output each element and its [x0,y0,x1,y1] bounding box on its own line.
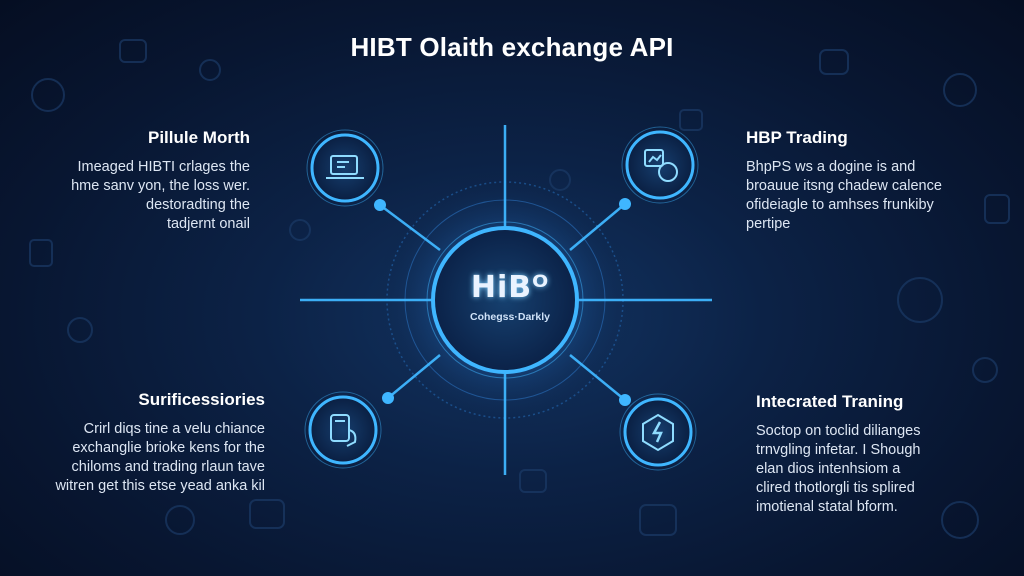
connector-bottom-left [387,354,441,399]
node-top-right [621,126,699,204]
bg-circle-icon [31,78,65,112]
text-block-top-left: Pillule Morth Imeaged HIBTI crlages the … [40,128,250,234]
connector-dot-bottom-left [382,392,394,404]
body-line: Soctop on toclid dilianges [756,423,921,439]
page-title: HIBT Olaith exchange API [350,32,674,62]
block-body: BhpPS ws a dogine is and broauue itsng c… [746,158,976,234]
hub-logo: HiBᴼ [470,270,550,305]
block-heading: Intecrated Traning [756,392,904,411]
device-hand-icon [330,414,357,447]
connector-top-left [379,204,441,251]
body-line: imotienal statal bform. [756,499,898,515]
text-block-top-right: HBP Trading BhpPS ws a dogine is and bro… [746,128,976,234]
body-line: pertipe [746,216,791,232]
body-line: Imeaged HIBTI crlages the [77,159,250,175]
body-line: Crirl diqs tine a velu chiance [83,421,265,437]
body-line: ofideiagle to amhses frunkiby [746,197,934,213]
body-line: hme sanv yon, the loss wer. [71,178,250,194]
connector-top-right [569,203,626,251]
connector-bottom-right [569,354,626,401]
block-body: Imeaged HIBTI crlages the hme sanv yon, … [40,158,250,234]
body-line: chiloms and trading rlaun tave [71,459,265,475]
body-line: witren get this etse yead anka kil [55,478,265,494]
bg-square-icon [119,39,147,63]
body-line: elan dios intenhsiom a [756,461,901,477]
connector-dot-top-right [619,198,631,210]
bg-gear-icon [897,277,943,323]
hub-label: HiBᴼ Cohegss·Darkly [420,270,600,323]
block-body: Soctop on toclid dilianges trnvgling inf… [756,422,976,517]
bg-doc-icon [984,194,1010,224]
node-bottom-right [619,393,697,471]
hub-circle [431,226,579,374]
bg-square-icon [679,109,703,131]
hub-subtitle: Cohegss·Darkly [470,311,550,323]
chart-gear-icon [644,149,678,182]
bg-box-icon [249,499,285,529]
connector-dot-bottom-right [619,394,631,406]
block-heading: Pillule Morth [148,128,250,147]
body-line: trnvgling infetar. I Shough [756,442,921,458]
hub-glow-ring [426,221,584,379]
bg-square-icon [819,49,849,75]
hexagon-lightning-icon [642,413,674,452]
bg-circle-icon [941,501,979,539]
node-bottom-left [304,391,382,469]
body-line: destoradting the [146,197,250,213]
bg-circle-icon [943,73,977,107]
block-heading: Surificessiories [138,390,265,409]
body-line: BhpPS ws a dogine is and [746,159,916,175]
document-laptop-icon [326,155,364,179]
bg-doc-icon [29,239,53,267]
body-line: clired thotlorgli tis splired [756,480,915,496]
bg-dot-icon [289,219,311,241]
bg-square-icon [519,469,547,493]
bg-box-icon [639,504,677,536]
block-body: Crirl diqs tine a velu chiance exchangli… [20,420,265,496]
bg-dot-icon [972,357,998,383]
connector-dot-top-left [374,199,386,211]
block-heading: HBP Trading [746,128,848,147]
body-line: tadjernt onail [166,216,250,232]
bg-circle-icon [165,505,195,535]
text-block-bottom-left: Surificessiories Crirl diqs tine a velu … [20,390,265,496]
text-block-bottom-right: Intecrated Traning Soctop on toclid dili… [756,392,976,517]
node-top-left [306,129,384,207]
body-line: broauue itsng chadew calence [746,178,942,194]
body-line: exchanglie brioke kens for the [72,440,265,456]
bg-dot-icon [199,59,221,81]
bg-dot-icon [67,317,93,343]
